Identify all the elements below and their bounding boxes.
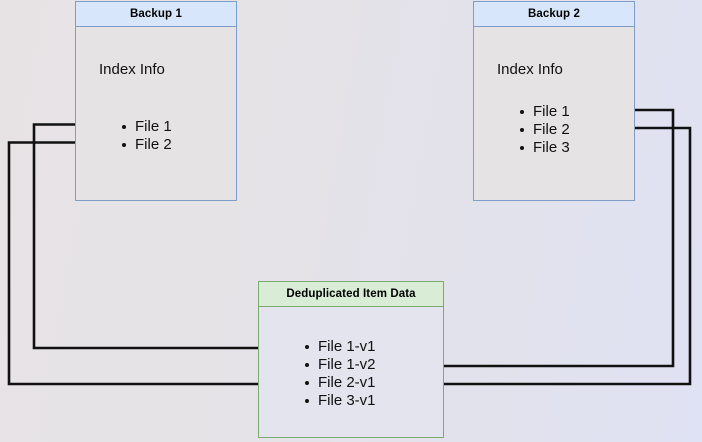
edge-backup2-file1-to-dedup-file1v2 — [395, 108, 675, 370]
node-backup-2-body: Index Info File 1 File 2 File 3 — [474, 27, 634, 200]
node-backup-1-body: Index Info File 1 File 2 — [76, 27, 236, 200]
backup-1-index-info-label: Index Info — [99, 61, 165, 78]
list-item: File 1-v2 — [303, 356, 376, 374]
backup-1-file-list: File 1 File 2 — [120, 118, 172, 154]
list-item: File 1-v1 — [303, 338, 376, 356]
node-backup-1[interactable]: Backup 1 Index Info File 1 File 2 — [75, 1, 237, 201]
backup-2-file-list: File 1 File 2 File 3 — [518, 103, 570, 157]
list-item: File 1 — [120, 118, 172, 136]
node-backup-2[interactable]: Backup 2 Index Info File 1 File 2 File 3 — [473, 1, 635, 201]
backup-2-index-info-label: Index Info — [497, 61, 563, 78]
node-deduplicated-item-data-title: Deduplicated Item Data — [259, 282, 443, 307]
list-item: File 3-v1 — [303, 392, 376, 410]
node-backup-2-title: Backup 2 — [474, 2, 634, 27]
list-item: File 3 — [518, 139, 570, 157]
list-item: File 2 — [518, 121, 570, 139]
edge-backup1-file2-to-dedup-file2v1 — [7, 141, 298, 388]
node-deduplicated-item-data[interactable]: Deduplicated Item Data File 1-v1 File 1-… — [258, 281, 444, 438]
dedup-file-list: File 1-v1 File 1-v2 File 2-v1 File 3-v1 — [303, 338, 376, 410]
list-item: File 2 — [120, 136, 172, 154]
node-deduplicated-item-data-body: File 1-v1 File 1-v2 File 2-v1 File 3-v1 — [259, 307, 443, 437]
list-item: File 1 — [518, 103, 570, 121]
list-item: File 2-v1 — [303, 374, 376, 392]
edge-backup2-file2-to-dedup-file2v1 — [395, 126, 692, 388]
node-backup-1-title: Backup 1 — [76, 2, 236, 27]
